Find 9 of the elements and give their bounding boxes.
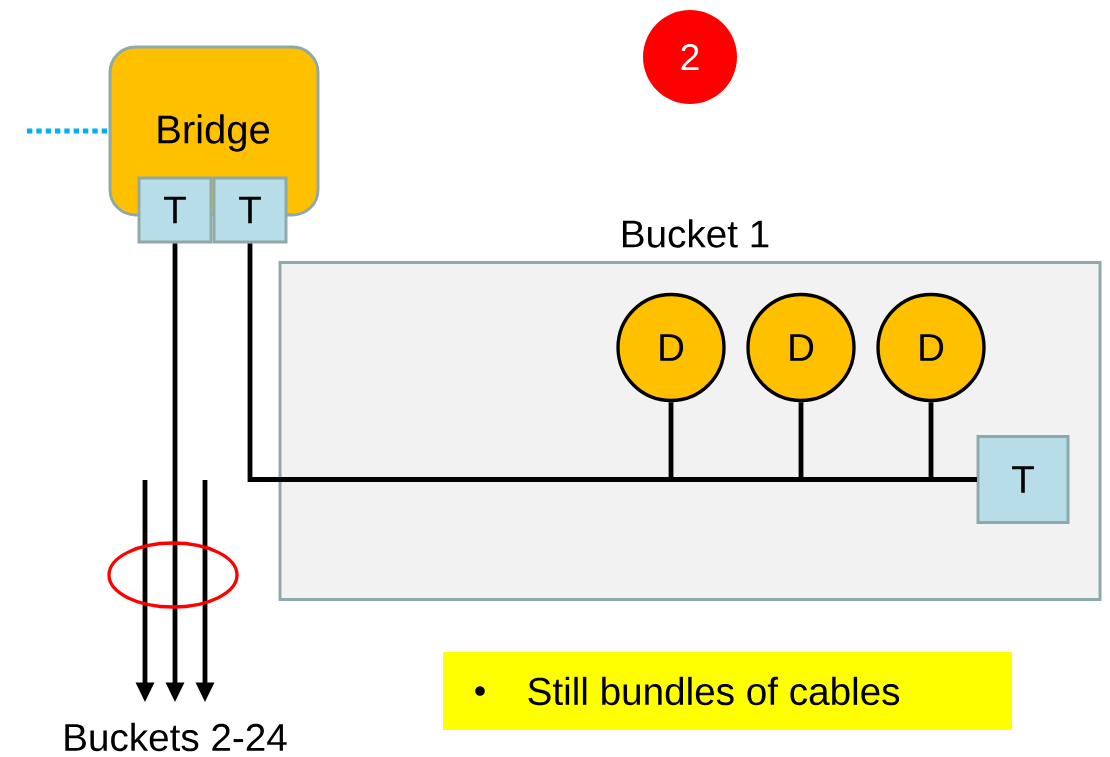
terminal-box: T — [137, 176, 213, 244]
note-box: Still bundles of cables — [443, 652, 1012, 730]
terminal-box: T — [976, 435, 1070, 524]
caption-text: Buckets 2-24 — [65, 722, 287, 752]
dotted-line — [27, 128, 109, 134]
terminal-box: T — [212, 176, 288, 244]
cable-line — [928, 402, 977, 482]
step-badge: 2 — [643, 10, 737, 104]
node-label: Bucket 1 — [622, 219, 769, 248]
